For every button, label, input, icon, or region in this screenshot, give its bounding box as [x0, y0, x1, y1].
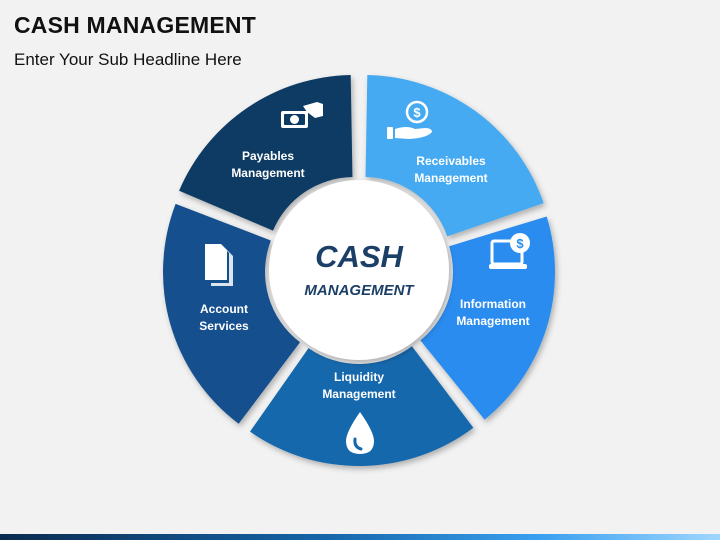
center-circle: [269, 180, 449, 360]
liquidity-label-line2: Management: [322, 387, 395, 401]
account-label-line1: Account: [200, 302, 248, 316]
payables-label-line2: Management: [231, 166, 304, 180]
liquidity-label-line1: Liquidity: [334, 370, 384, 384]
payables-label-line1: Payables: [242, 149, 294, 163]
receivables-label-line2: Management: [414, 171, 487, 185]
page-subtitle: Enter Your Sub Headline Here: [14, 50, 242, 69]
segment-account: [162, 203, 301, 424]
information-label-line1: Information: [460, 297, 526, 311]
svg-text:$: $: [413, 105, 421, 120]
bottom-accent-bar: [0, 534, 720, 540]
segment-liquidity: [250, 346, 474, 467]
svg-text:$: $: [516, 236, 524, 251]
center-subtitle: MANAGEMENT: [304, 282, 415, 299]
account-label-line2: Services: [199, 319, 249, 333]
segment-receivables: [365, 75, 544, 237]
page-title: CASH MANAGEMENT: [14, 12, 256, 38]
dollar-hand-icon: $: [387, 100, 432, 139]
information-label-line2: Management: [456, 314, 529, 328]
water-drop-icon: [346, 412, 374, 454]
documents-icon: [205, 244, 233, 286]
cash-hand-icon: [281, 102, 323, 128]
laptop-dollar-icon: $: [489, 233, 530, 269]
segment-payables: [179, 75, 353, 231]
receivables-label-line1: Receivables: [416, 154, 486, 168]
center-title: CASH: [315, 239, 403, 274]
